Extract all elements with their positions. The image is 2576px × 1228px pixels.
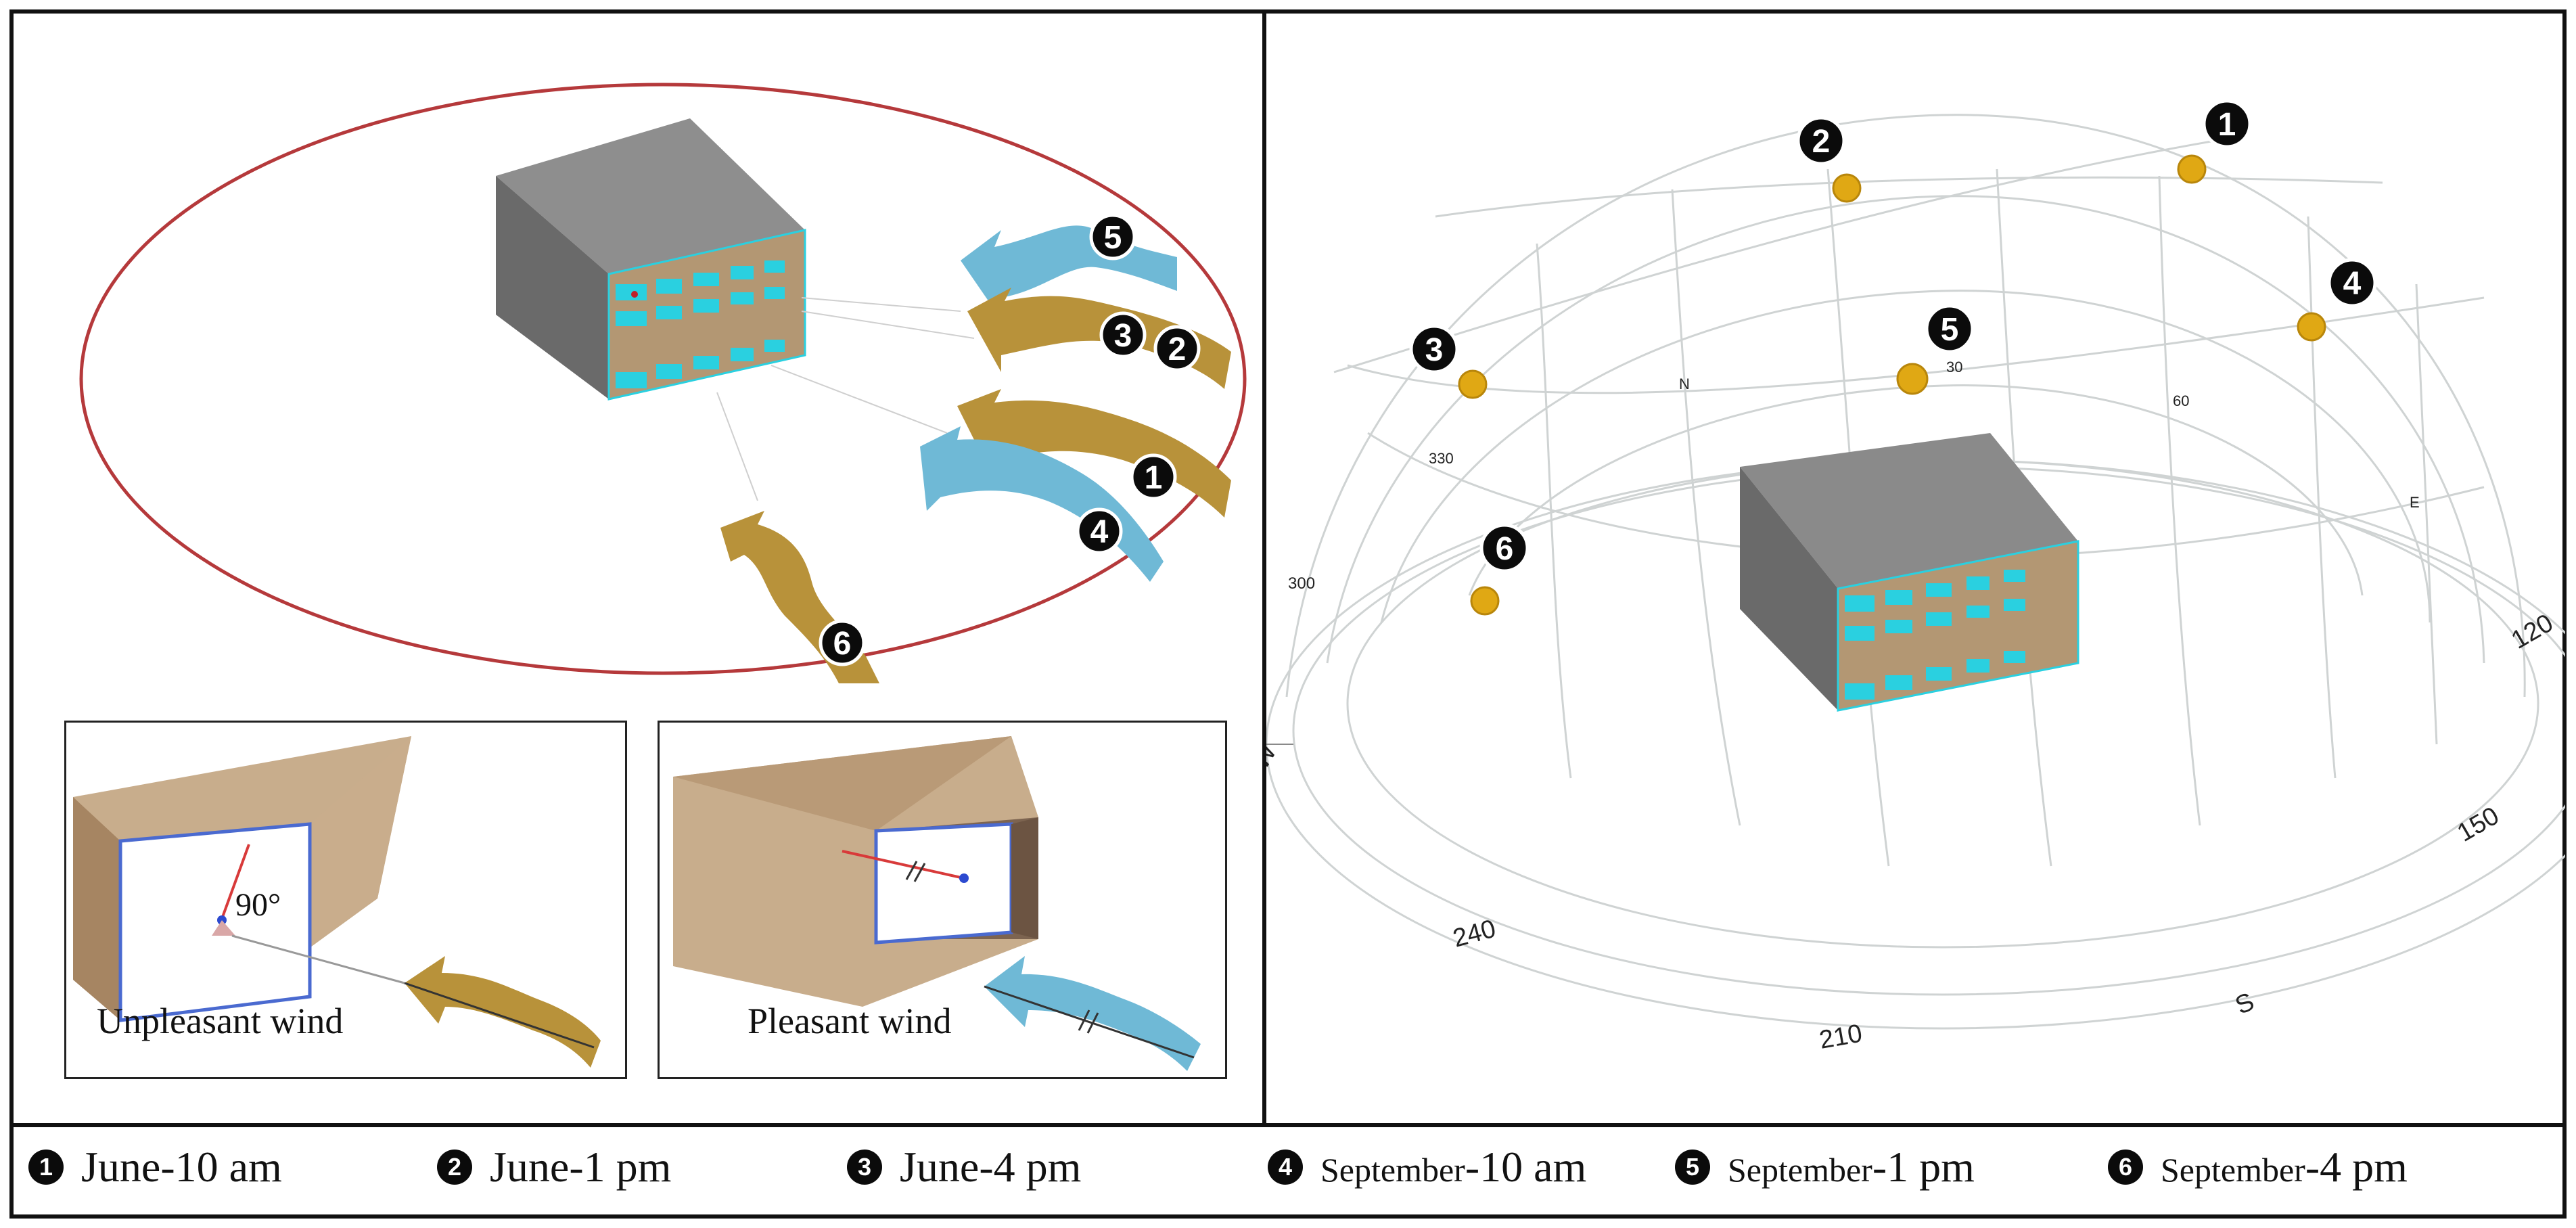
svg-text:3: 3 <box>1425 332 1444 368</box>
azimuth-120: 120 <box>2507 609 2558 655</box>
wind-arrow-3-2 <box>967 288 1231 389</box>
angle-label: 90° <box>235 887 281 923</box>
sun-6 <box>1470 586 1500 616</box>
legend-label-3: June-4 pm <box>900 1143 1082 1191</box>
wind-scene: 5 3 2 1 4 6 <box>79 83 1247 683</box>
wind-arrow-1 <box>957 389 1231 518</box>
legend-item-6: 6 September-4 pm <box>2108 1133 2408 1201</box>
sun-badge-2: 2 <box>1796 116 1846 166</box>
sun-2 <box>1832 173 1862 203</box>
legend-badge-3: 3 <box>847 1150 882 1185</box>
legend-label-4: September-10 am <box>1320 1143 1587 1191</box>
sun-1 <box>2177 154 2207 184</box>
sun-badge-5: 5 <box>1925 304 1975 354</box>
sun-3 <box>1458 369 1488 399</box>
legend-item-5: 5 September-1 pm <box>1675 1133 1975 1201</box>
sun-badge-3: 3 <box>1409 324 1459 374</box>
sun-badge-6: 6 <box>1479 523 1530 573</box>
legend-label-6: September-4 pm <box>2161 1143 2408 1191</box>
svg-text:3: 3 <box>1114 318 1132 354</box>
unpleasant-wind-figure: 90° <box>73 736 601 1068</box>
legend-badge-1: 1 <box>28 1150 64 1185</box>
sunpath-scene: W S E N 330 300 240 210 150 120 60 30 1 … <box>1266 99 2565 1055</box>
svg-text:6: 6 <box>1496 531 1514 567</box>
building-right <box>1740 433 2079 712</box>
azimuth-300: 300 <box>1288 574 1315 593</box>
azimuth-60: 60 <box>2173 392 2189 409</box>
badge-5: 5 <box>1089 213 1136 260</box>
svg-text:6: 6 <box>833 626 852 662</box>
building-left <box>496 118 806 401</box>
azimuth-150: 150 <box>2453 802 2504 848</box>
panel-divider <box>1262 9 1266 1126</box>
legend: 1 June-10 am 2 June-1 pm 3 June-4 pm 4 S… <box>24 1127 2554 1208</box>
sun-badge-4: 4 <box>2327 258 2377 308</box>
azimuth-30: 30 <box>1946 359 1962 376</box>
legend-item-3: 3 June-4 pm <box>847 1133 1081 1201</box>
svg-text:1: 1 <box>2218 107 2236 143</box>
legend-item-2: 2 June-1 pm <box>437 1133 671 1201</box>
badge-1: 1 <box>1130 453 1177 501</box>
sun-markers <box>1458 154 2326 616</box>
wind-arrow-4 <box>920 426 1164 582</box>
figure-frame <box>9 9 2567 1219</box>
badge-6: 6 <box>819 619 866 666</box>
legend-label-1: June-10 am <box>81 1143 282 1191</box>
azimuth-240: 240 <box>1450 915 1498 953</box>
svg-text:5: 5 <box>1941 312 1959 348</box>
svg-text:2: 2 <box>1168 332 1187 367</box>
pleasant-wind-figure <box>673 736 1201 1071</box>
legend-badge-6: 6 <box>2108 1150 2143 1185</box>
azimuth-330: 330 <box>1429 450 1454 467</box>
legend-item-4: 4 September-10 am <box>1268 1133 1586 1201</box>
compass-s: S <box>2231 987 2259 1020</box>
legend-label-2: June-1 pm <box>490 1143 672 1191</box>
badge-2: 2 <box>1153 325 1201 372</box>
legend-badge-4: 4 <box>1268 1150 1303 1185</box>
compass-n: N <box>1679 376 1690 392</box>
unpleasant-wind-label: Unpleasant wind <box>97 1001 344 1041</box>
legend-label-5: September-1 pm <box>1728 1143 1975 1191</box>
svg-text:1: 1 <box>1145 460 1163 496</box>
sight-lines <box>716 297 975 501</box>
badge-3: 3 <box>1099 311 1147 359</box>
svg-text:4: 4 <box>2343 266 2362 302</box>
legend-item-1: 1 June-10 am <box>28 1133 282 1201</box>
sun-badge-1: 1 <box>2202 99 2252 149</box>
sun-4 <box>2297 312 2326 342</box>
svg-text:5: 5 <box>1104 220 1122 256</box>
unpleasant-wind-panel: 90° Unpleasant wind <box>64 721 627 1079</box>
pleasant-wind-panel: Pleasant wind <box>658 721 1227 1079</box>
badge-4: 4 <box>1076 507 1123 555</box>
compass-e: E <box>2410 494 2420 511</box>
svg-text:4: 4 <box>1090 514 1109 550</box>
svg-text:2: 2 <box>1812 124 1831 160</box>
pleasant-wind-label: Pleasant wind <box>748 1001 952 1041</box>
legend-badge-2: 2 <box>437 1150 472 1185</box>
focus-ellipse <box>79 83 1247 675</box>
legend-divider <box>9 1123 2567 1127</box>
legend-badge-5: 5 <box>1675 1150 1710 1185</box>
sun-5 <box>1896 363 1929 395</box>
